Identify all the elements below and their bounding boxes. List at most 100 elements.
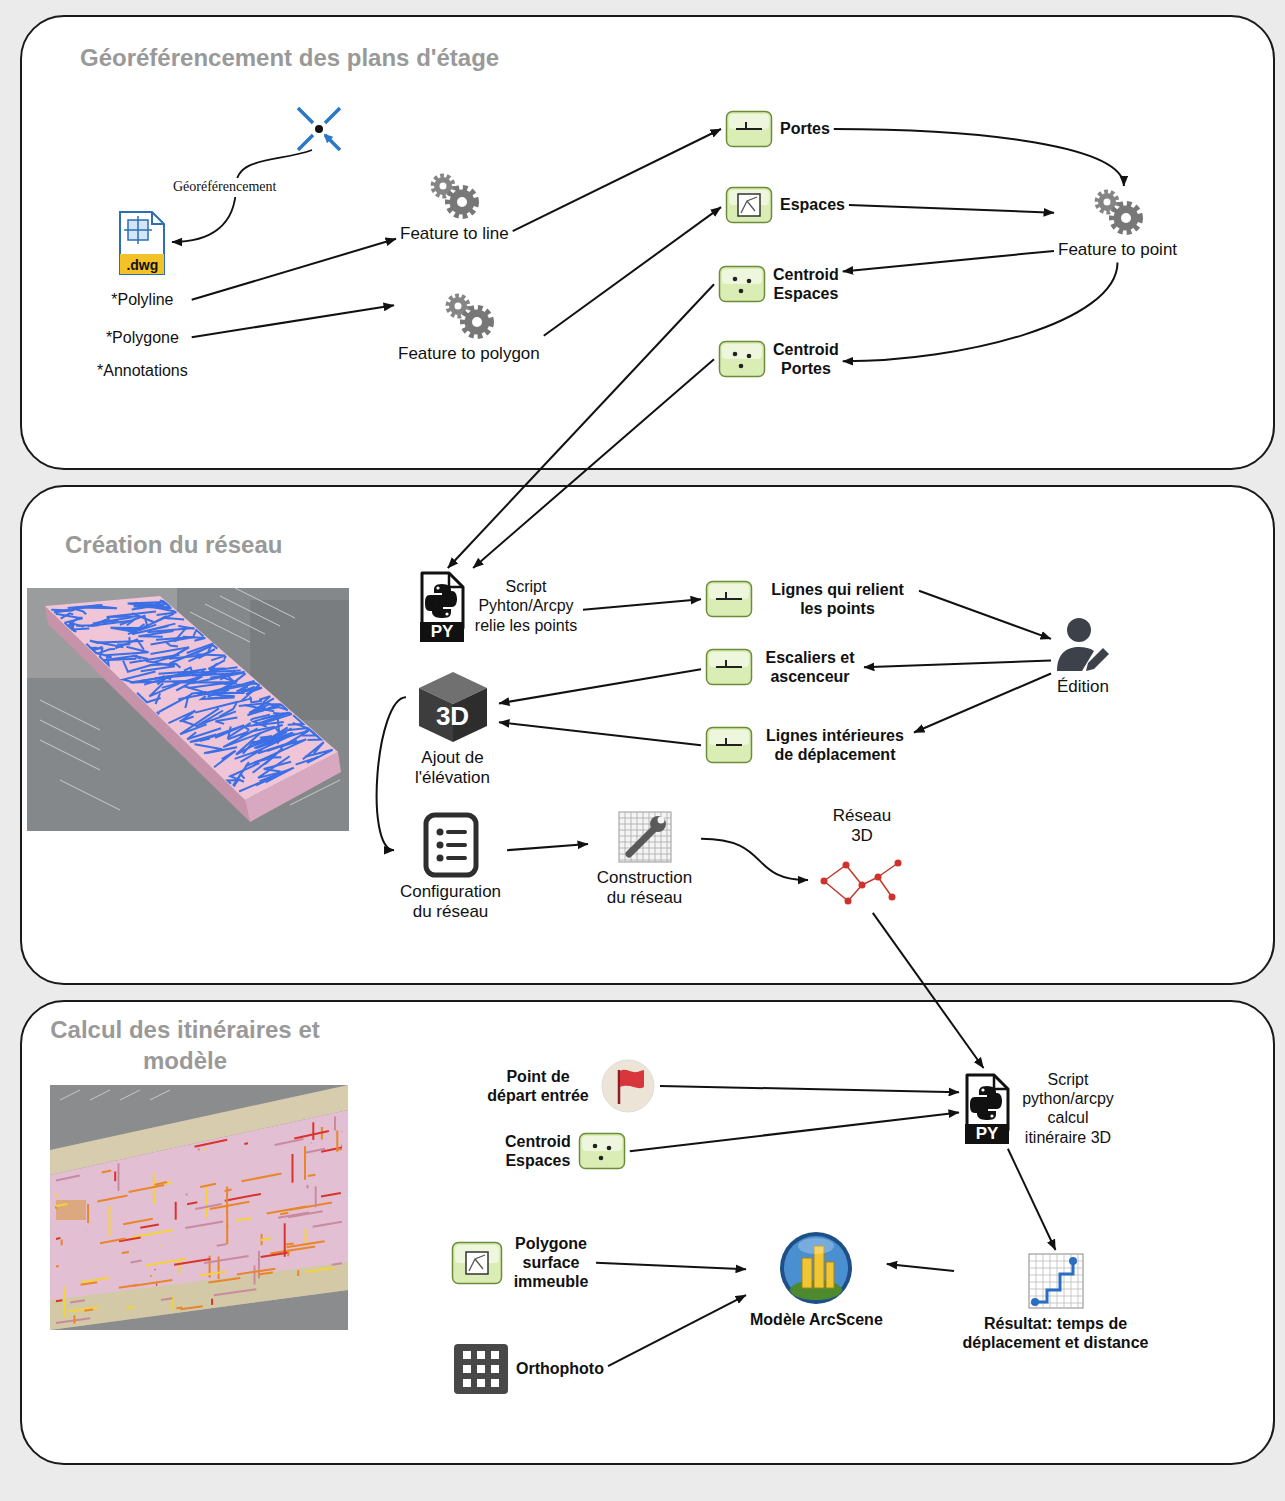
network-line bbox=[234, 774, 245, 787]
route-line bbox=[280, 1213, 288, 1214]
flow-arrow bbox=[919, 591, 1051, 639]
process-node: Portes bbox=[721, 108, 834, 150]
gear-icon bbox=[426, 172, 482, 220]
route-line bbox=[159, 1245, 162, 1247]
route-line bbox=[86, 1229, 88, 1231]
process-node: Centroid Portes bbox=[714, 338, 843, 380]
route-line bbox=[154, 1268, 156, 1271]
process-node: Feature to point bbox=[1054, 186, 1181, 262]
route-line bbox=[179, 1259, 181, 1273]
route-line bbox=[297, 1270, 299, 1276]
route-line bbox=[334, 1116, 336, 1130]
node-label: Orthophoto bbox=[516, 1359, 604, 1378]
route-line bbox=[109, 1206, 111, 1236]
node-label: Portes bbox=[780, 119, 830, 138]
route-line bbox=[292, 1154, 294, 1183]
process-node: Centroid Espaces bbox=[714, 263, 843, 305]
network-line bbox=[76, 624, 98, 627]
node-label: Point de départ entrée bbox=[483, 1067, 593, 1105]
network-line bbox=[106, 647, 149, 656]
network-line bbox=[230, 763, 259, 782]
flow-arrow bbox=[473, 359, 714, 568]
icon-graphic bbox=[705, 580, 753, 618]
network-line bbox=[305, 750, 333, 763]
route-line bbox=[226, 1212, 228, 1245]
node-label: Script Pyhton/Arcpy relie les points bbox=[473, 577, 579, 635]
route-line bbox=[56, 1265, 59, 1267]
process-node: Modèle ArcScene bbox=[746, 1228, 887, 1331]
network-line bbox=[170, 645, 214, 664]
flow-arrow bbox=[596, 1263, 746, 1270]
node-label: Centroid Portes bbox=[773, 340, 839, 378]
network-line bbox=[202, 696, 235, 699]
process-node: Feature to polygon bbox=[394, 290, 544, 366]
route-line bbox=[321, 1193, 341, 1197]
route-line bbox=[336, 1130, 338, 1151]
icon-graphic bbox=[423, 812, 479, 878]
route-line bbox=[114, 1172, 116, 1182]
network-line bbox=[246, 755, 276, 773]
poly-icon bbox=[451, 1241, 503, 1285]
georeference-arrow bbox=[172, 150, 312, 242]
node-label: Espaces bbox=[780, 195, 845, 214]
route-line bbox=[56, 1204, 67, 1206]
band-title: Géoréférencement des plans d'étage bbox=[80, 42, 700, 73]
route-line bbox=[63, 1287, 65, 1318]
node-label: Modèle ArcScene bbox=[750, 1310, 883, 1329]
node-label: Construction du réseau bbox=[592, 868, 697, 909]
route-line bbox=[284, 1223, 286, 1257]
flow-arrow bbox=[192, 239, 396, 300]
process-node: 3DAjout de l'élévation bbox=[406, 666, 499, 791]
icon-graphic bbox=[1090, 188, 1146, 236]
node-label: Réseau 3D bbox=[833, 806, 892, 847]
process-node: .dwg*Polyline*Polygone*Annotations bbox=[93, 208, 192, 383]
network-line bbox=[237, 688, 262, 693]
network-line bbox=[303, 742, 324, 759]
flow-arrow bbox=[448, 284, 714, 568]
route-line bbox=[214, 1289, 256, 1295]
network-line bbox=[91, 648, 102, 657]
route-line bbox=[97, 1195, 127, 1201]
node-label: Feature to line bbox=[400, 224, 509, 244]
network-line bbox=[254, 714, 279, 727]
flow-arrow bbox=[583, 599, 701, 610]
dwg-icon: .dwg bbox=[117, 210, 167, 276]
network-line bbox=[72, 624, 89, 630]
route-line bbox=[150, 1275, 151, 1277]
route-line bbox=[68, 1307, 98, 1311]
network-line bbox=[239, 771, 286, 791]
route-line bbox=[140, 1224, 159, 1227]
node-label: Escaliers et ascenceur bbox=[760, 648, 860, 686]
process-node: Escaliers et ascenceur bbox=[701, 646, 864, 688]
route-line bbox=[186, 1194, 188, 1196]
network-line bbox=[219, 703, 236, 717]
line-icon bbox=[705, 648, 753, 686]
route-line bbox=[304, 1146, 306, 1180]
point-icon bbox=[718, 265, 766, 303]
route-line bbox=[118, 1163, 120, 1191]
flow-arrow bbox=[630, 1112, 959, 1151]
route-line bbox=[275, 1139, 304, 1145]
process-node: PYScript python/arcpy calcul itinéraire … bbox=[959, 1068, 1122, 1149]
route-line bbox=[237, 1269, 276, 1275]
network-line bbox=[210, 663, 237, 671]
network-line bbox=[213, 693, 245, 696]
process-node: Orthophoto bbox=[449, 1341, 608, 1397]
globe-icon bbox=[778, 1230, 854, 1306]
node-label: *Polyline bbox=[111, 290, 173, 309]
route-line bbox=[155, 1182, 168, 1185]
network-line bbox=[169, 650, 206, 658]
flow-arrow bbox=[864, 661, 1051, 668]
route-line bbox=[56, 1318, 90, 1323]
process-node: Point de départ entrée bbox=[479, 1056, 660, 1116]
route-line bbox=[244, 1142, 248, 1145]
flow-arrow bbox=[608, 1295, 746, 1366]
route-line bbox=[180, 1306, 202, 1309]
process-node: Lignes qui relient les points bbox=[701, 578, 919, 620]
route-line bbox=[56, 1237, 60, 1240]
stage-band: Géoréférencement des plans d'étage .dwg *P… bbox=[20, 15, 1275, 470]
network-line bbox=[304, 729, 315, 735]
network-line bbox=[107, 612, 156, 617]
route-line bbox=[287, 1250, 289, 1256]
route-line bbox=[336, 1149, 342, 1150]
